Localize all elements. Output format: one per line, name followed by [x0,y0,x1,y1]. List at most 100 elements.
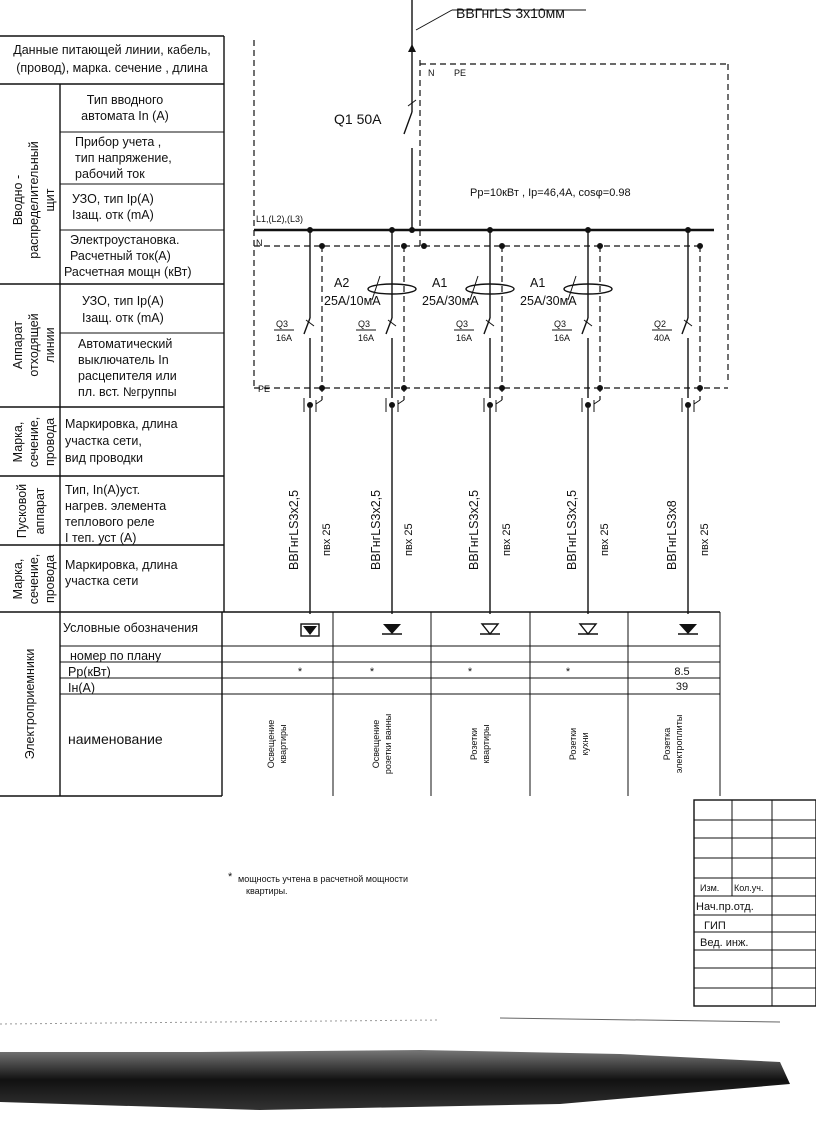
tb-izm: Изм. [700,883,719,893]
pe-tap [499,385,505,391]
left-table [0,35,721,797]
row-meter: Прибор учета ,тип напряжение,рабочий ток [75,135,172,181]
breaker-contact [581,317,589,335]
feeder-cable: ВВГнгLS 3х10мм [456,5,565,21]
rcd-ring [563,283,613,295]
pe-tap [697,385,703,391]
rcd-type: A1 [432,276,447,290]
n-bus-label: N [256,238,263,248]
rcd-rating: 25A/30мА [520,294,577,308]
receiver-symbol [300,623,320,637]
rcd-type: A1 [530,276,545,290]
route-mark: пвх 25 [699,523,711,556]
rcd-type: A2 [334,276,349,290]
receiver-name-line: Освещение [371,720,381,769]
breaker-contact [385,317,393,335]
group-wire-1: Марка,сечение,провода [11,417,57,468]
cable-mark: ВВГнгLS3х2,5 [287,490,301,570]
phase-bus-label: L1,(L2),(L3) [256,214,303,224]
feeder: ВВГнгLS 3х10мм N PE Q1 50A Pp=10кВт , Ip… [334,0,729,382]
cable-mark: ВВГнгLS3х2,5 [565,490,579,570]
route-mark: пвх 25 [321,523,333,556]
current-value: 39 [676,681,688,693]
receiver-name-line: Розетки [568,728,578,760]
feeder-pe-label: PE [454,68,466,78]
terminal-dot [585,402,591,408]
breaker-contact [303,317,311,335]
breaker-rating: 40A [654,333,670,343]
socket-outline [480,623,500,636]
breaker-mark [305,319,315,327]
terminal [385,398,405,412]
breaker-contact [681,317,689,335]
receiver-name-line: розетки ванны [383,714,393,774]
socket-fill [383,624,401,634]
receiver-symbol [678,624,698,635]
power-label: Pp(кВт) [68,665,111,679]
row-feeder-data: Данные питающей линии, кабель,(провод), … [13,43,210,75]
scan-shadow [0,1017,790,1110]
receiver-name-line: Освещение [266,720,276,769]
pe-tap [597,385,603,391]
breaker-rating: 16A [456,333,472,343]
receiver-symbol [578,623,598,636]
receiver-symbol [382,624,402,635]
rcd-3: A1 25A/30мА [520,275,613,308]
footnote-mark: * [228,871,233,883]
receiver-name-line: квартиры [481,724,491,763]
terminal-dot [307,402,313,408]
power-value: * [370,666,375,678]
breaker-rating: 16A [554,333,570,343]
row-installation: Электроустановка.Расчетный ток(A)Расчетн… [64,233,192,279]
socket-fill [679,624,697,634]
breaker-label: Q3 [358,319,370,329]
tb-gip: ГИП [704,920,726,932]
receiver-name-line: электроплиты [674,715,684,774]
breaker-mark [583,319,593,327]
tb-ved: Вед. инж. [700,937,748,949]
terminal [303,398,323,412]
pe-tap [319,385,325,391]
symbols-label: Условные обозначения [63,621,198,635]
buses: L1,(L2),(L3) N PE [253,40,728,394]
power-value: * [468,666,473,678]
row-rcd-input: УЗО, тип Ip(A)Iзащ. отк (mA) [72,192,154,222]
breaker-rating: 16A [276,333,292,343]
rcd-ring [465,283,515,295]
title-block: Изм. Кол.уч. Нач.пр.отд. ГИП Вед. инж. [693,799,816,1007]
breaker-mark [485,319,495,327]
receiver-name-line: Розетка [662,728,672,761]
breaker-mark [387,319,397,327]
terminal [581,398,601,412]
terminal-dot [389,402,395,408]
route-mark: пвх 25 [501,523,513,556]
terminal-dot [685,402,691,408]
route-mark: пвх 25 [403,523,415,556]
terminal-dot [487,402,493,408]
row-rcd-outgoing: УЗО, тип Ip(A)Iзащ. отк (mA) [82,294,164,325]
receiver-name-line: кухни [580,732,590,755]
breaker-label: Q3 [456,319,468,329]
